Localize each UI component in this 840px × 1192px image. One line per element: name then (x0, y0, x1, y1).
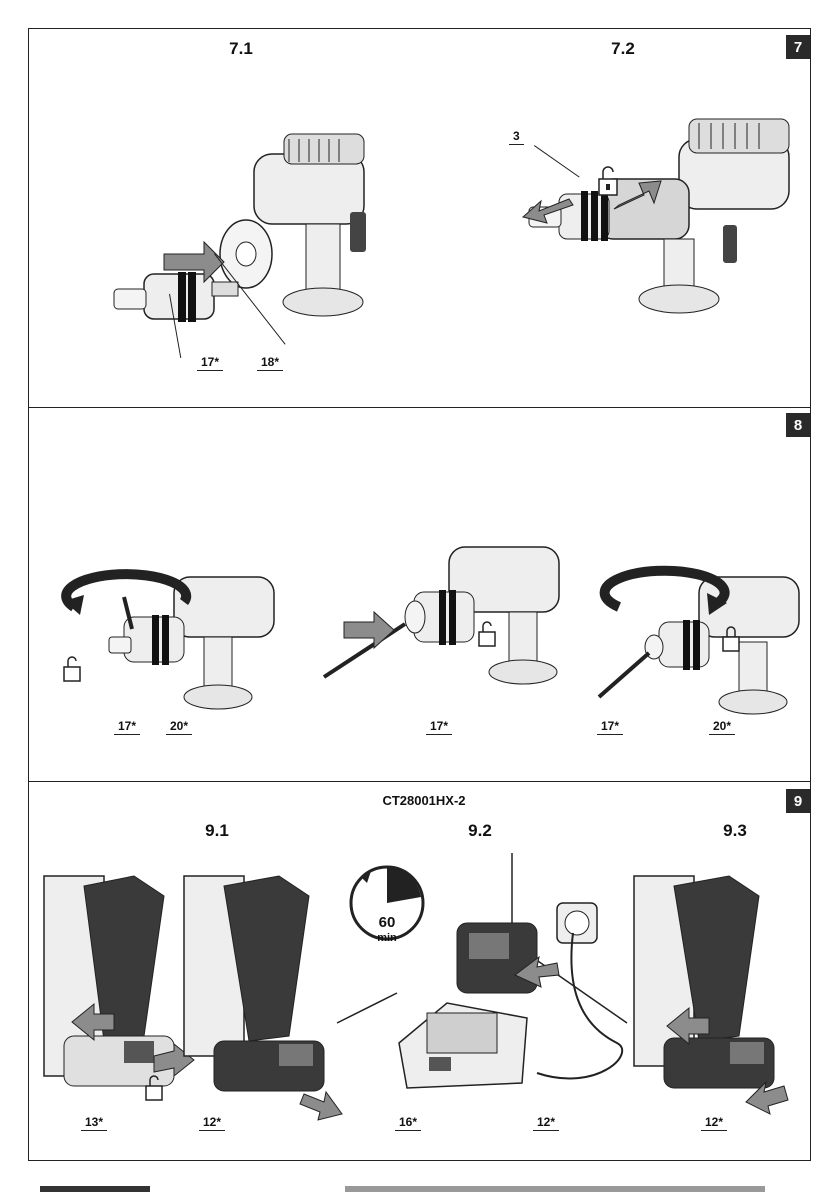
model-number: CT28001HX-2 (344, 793, 504, 808)
part-label-20: 20* (709, 719, 735, 735)
part-label-17: 17* (197, 355, 223, 371)
section-7: 7 7.1 7.2 17* 18* (29, 29, 810, 407)
section-8: 8 17* 20* (29, 407, 810, 781)
insert-drill-bit-illustration (319, 532, 579, 712)
figure-title-7-1: 7.1 (201, 39, 281, 59)
battery-insert-illustration (634, 866, 794, 1106)
part-label-17: 17* (114, 719, 140, 735)
figure-title-7-2: 7.2 (583, 39, 663, 59)
chuck-loosen-illustration (54, 567, 294, 737)
lock-open-icon (599, 167, 617, 195)
lock-open-icon (479, 622, 495, 646)
figure-title-9-3: 9.3 (695, 821, 775, 841)
part-label-16: 16* (395, 1115, 421, 1131)
drill-chuck-release-illustration (489, 99, 799, 319)
part-label-17: 17* (426, 719, 452, 735)
part-label-20: 20* (166, 719, 192, 735)
section-number-badge: 8 (786, 413, 810, 437)
section-number-badge: 9 (786, 789, 810, 813)
battery-charging-illustration: 60 min (337, 853, 627, 1113)
part-label-18: 18* (257, 355, 283, 371)
part-label-12: 12* (533, 1115, 559, 1131)
chuck-tighten-illustration (599, 567, 799, 737)
part-label-17: 17* (597, 719, 623, 735)
footer-bar (40, 1186, 150, 1192)
timer-unit: min (377, 932, 397, 944)
power-outlet-icon (557, 903, 597, 943)
part-label-3: 3 (509, 129, 524, 145)
manual-page-frame: 7 7.1 7.2 17* 18* (28, 28, 811, 1161)
footer-bar (345, 1186, 765, 1192)
part-label-12: 12* (701, 1115, 727, 1131)
figure-title-9-2: 9.2 (440, 821, 520, 841)
section-number-badge: 7 (786, 35, 810, 59)
lock-open-icon (64, 657, 80, 681)
figure-title-9-1: 9.1 (177, 821, 257, 841)
section-9: 9 CT28001HX-2 9.1 9.2 9.3 13* 12* (29, 781, 810, 1162)
part-label-13: 13* (81, 1115, 107, 1131)
part-label-12: 12* (199, 1115, 225, 1131)
battery-release-illustration (44, 866, 194, 1106)
drill-chuck-attach-illustration (84, 124, 384, 344)
timer-value: 60 (379, 914, 396, 931)
battery-remove-illustration (184, 866, 344, 1106)
